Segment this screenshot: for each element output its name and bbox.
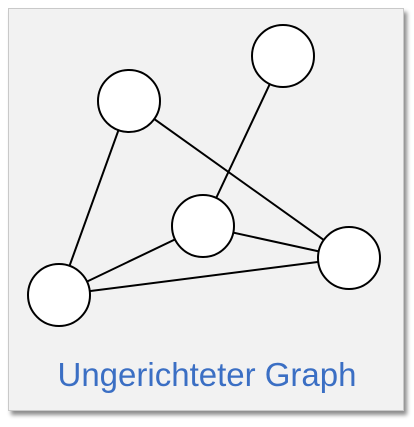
edge-B-D xyxy=(128,100,350,259)
node-C xyxy=(251,24,315,88)
node-B xyxy=(97,69,161,133)
node-D xyxy=(317,226,381,290)
edge-A-B xyxy=(58,100,130,296)
diagram-card: Ungerichteter Graph xyxy=(8,8,404,411)
graph-canvas xyxy=(27,24,381,327)
node-A xyxy=(27,263,91,327)
edge-A-D xyxy=(58,257,350,296)
nodes-layer xyxy=(27,24,381,327)
node-E xyxy=(171,194,235,258)
diagram-caption: Ungerichteter Graph xyxy=(57,356,357,393)
